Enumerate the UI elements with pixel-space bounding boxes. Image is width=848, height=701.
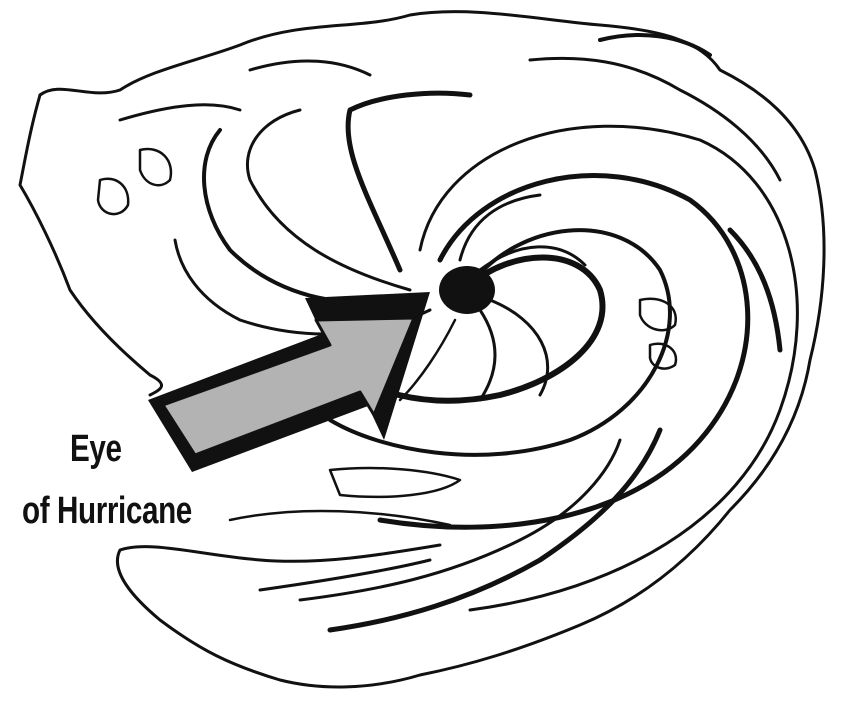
spiral-band: [480, 310, 495, 400]
spiral-band: [204, 130, 420, 303]
hurricane-eye: [439, 266, 495, 314]
outer-cloud-boundary: [40, 12, 824, 687]
upper-feather: [600, 35, 710, 55]
cloud-fragment: [140, 149, 171, 185]
feeder-band: [260, 560, 430, 590]
upper-feather: [250, 61, 370, 75]
upper-feather: [530, 58, 780, 180]
spiral-band: [460, 195, 540, 260]
cloud-fragment: [98, 179, 128, 214]
upper-feather: [730, 230, 780, 350]
feeder-band: [330, 468, 460, 497]
label-eye: Eye: [70, 428, 122, 471]
left-cloud-boundary: [20, 95, 162, 395]
spiral-band: [247, 110, 410, 290]
label-of-hurricane: of Hurricane: [22, 490, 192, 533]
upper-feather: [120, 105, 240, 120]
